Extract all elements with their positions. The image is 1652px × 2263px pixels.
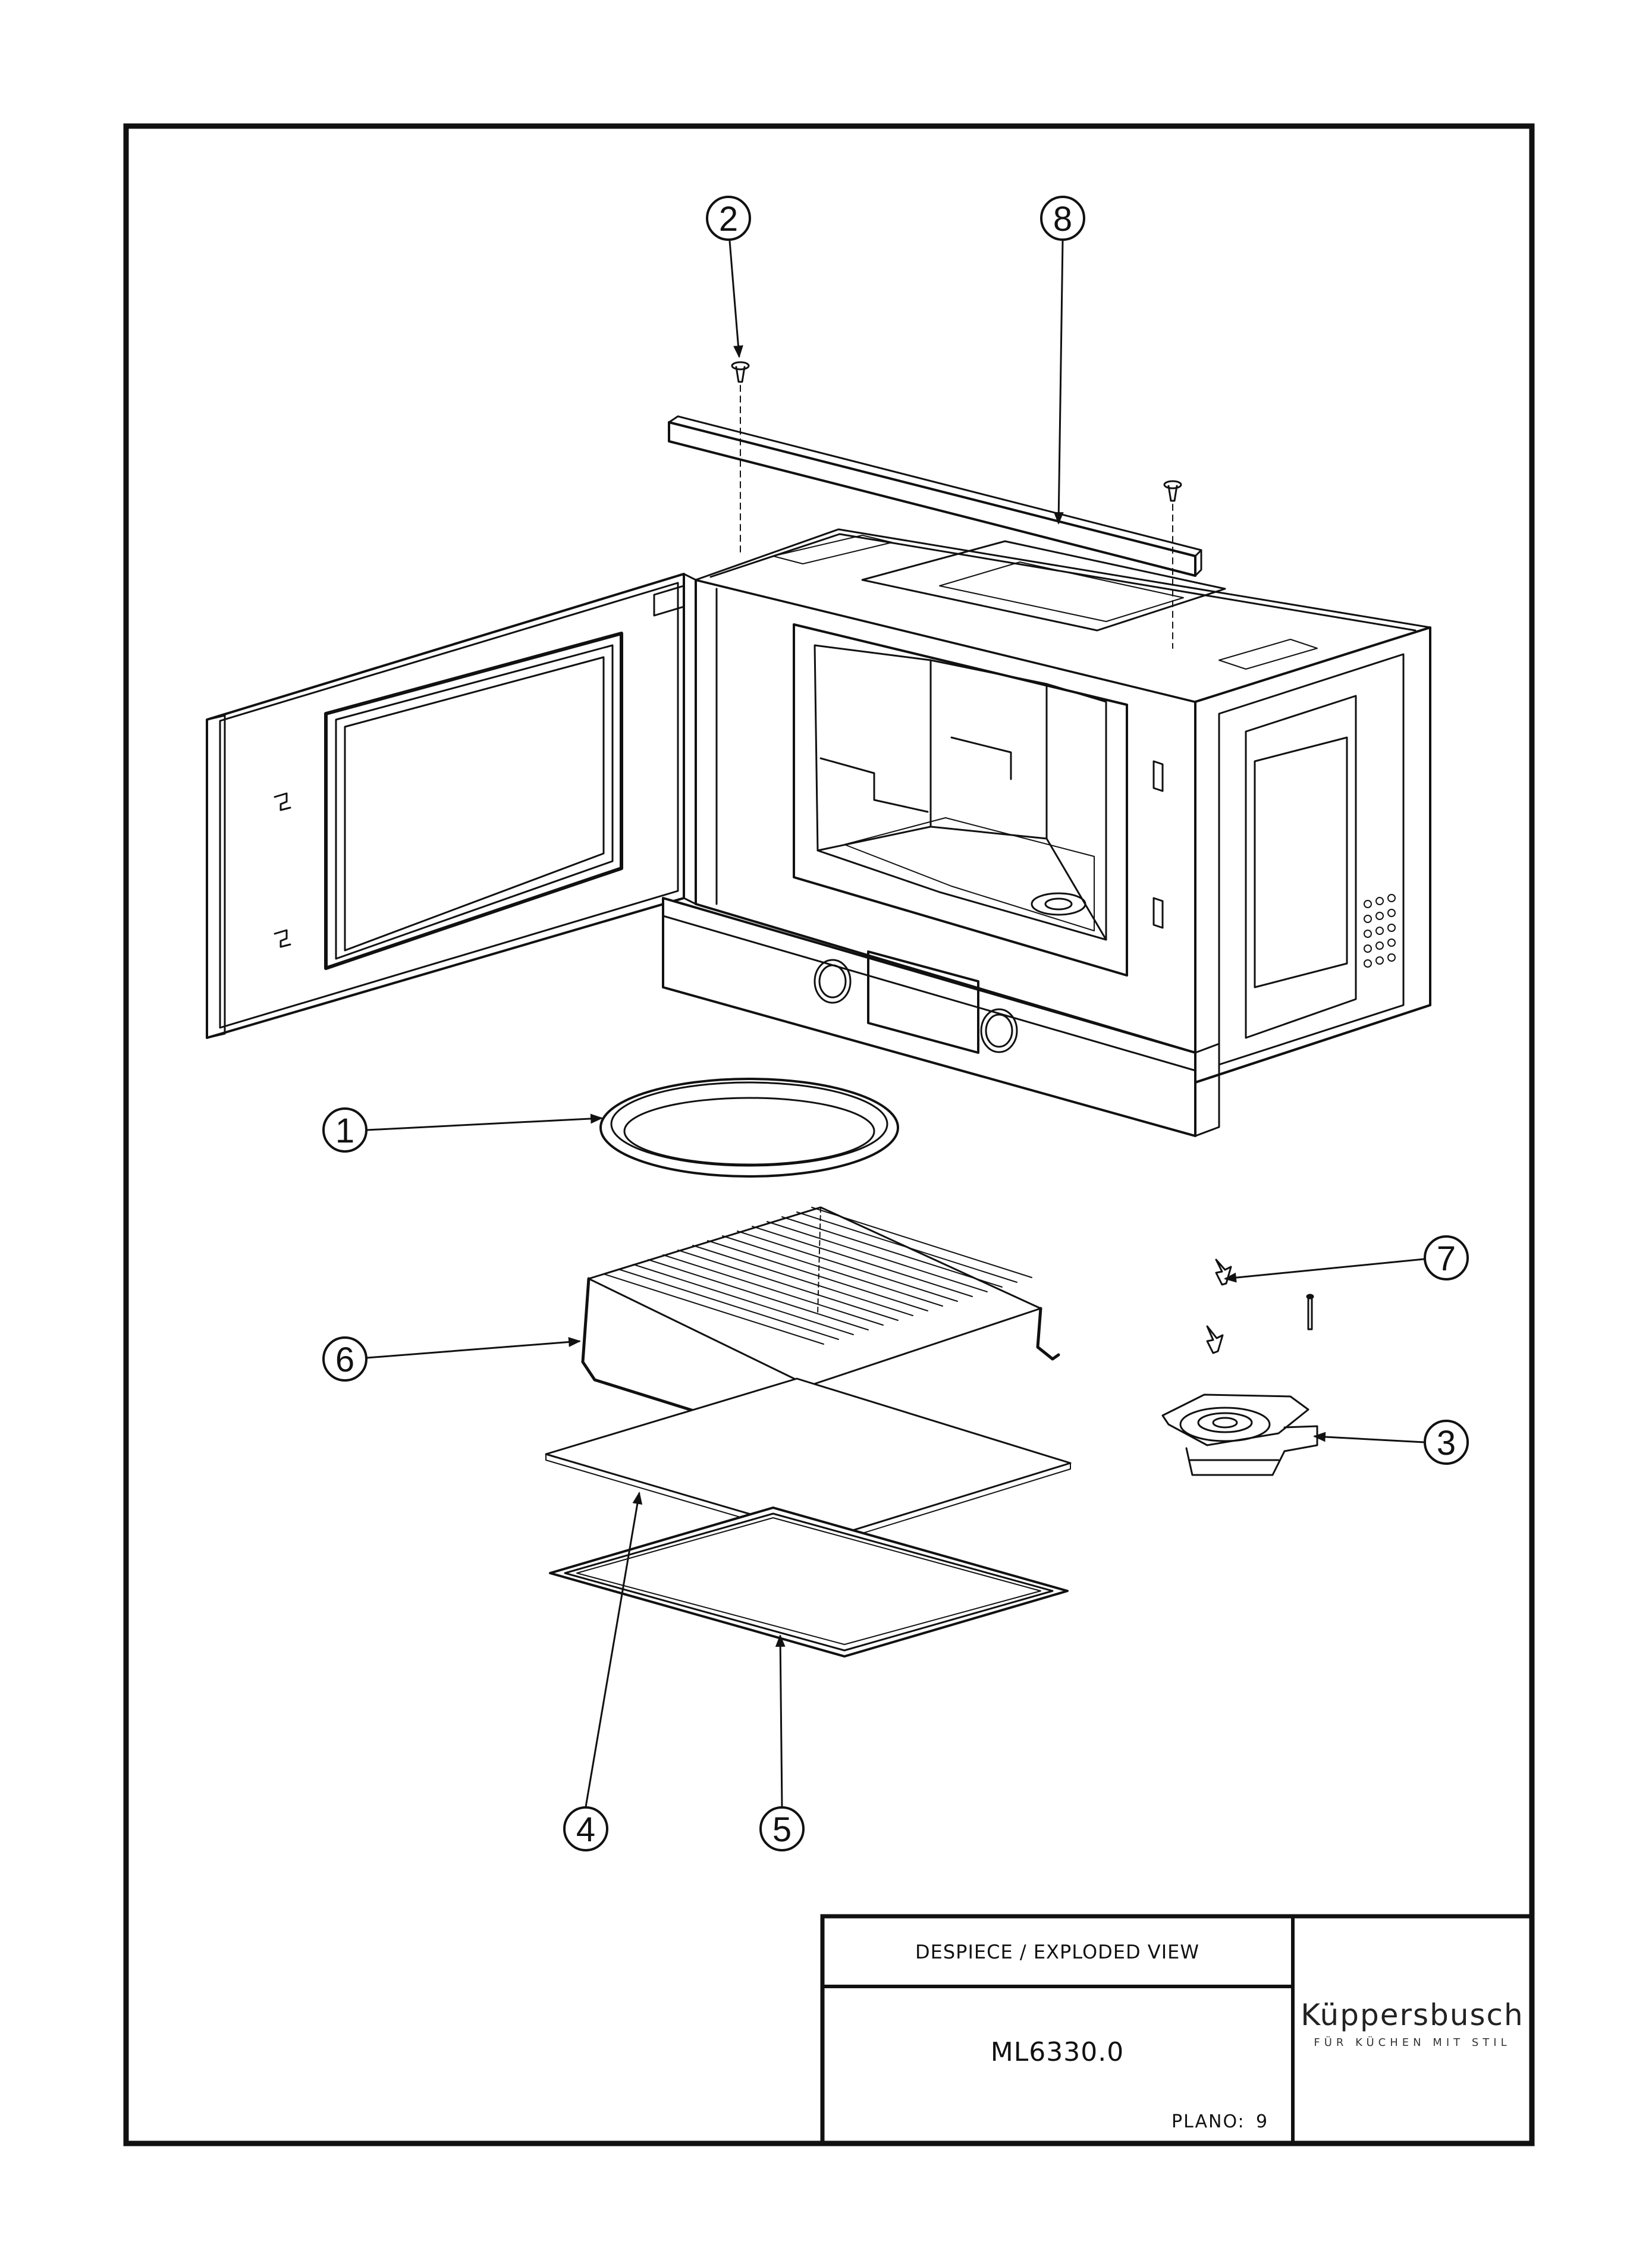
title-block [820, 1914, 1534, 2146]
callout-3: 3 [1424, 1420, 1469, 1465]
oven-body [662, 528, 1431, 1137]
callout-7-label: 7 [1437, 1239, 1456, 1278]
callout-7: 7 [1424, 1235, 1469, 1280]
callout-2-label: 2 [719, 200, 738, 238]
oven-door [206, 573, 697, 1039]
top-trim-strip [668, 415, 1202, 577]
callout-6: 6 [322, 1336, 368, 1382]
leader-5 [775, 1634, 786, 1807]
callout-8: 8 [1040, 196, 1085, 241]
turntable-coupler [1161, 1393, 1318, 1476]
callout-4-label: 4 [576, 1810, 595, 1849]
callout-1: 1 [322, 1107, 368, 1153]
callout-1-label: 1 [335, 1112, 354, 1150]
title-block-title: DESPIECE / EXPLODED VIEW [915, 1941, 1199, 1963]
brand-slogan: FÜR KÜCHEN MIT STIL [1314, 2036, 1510, 2049]
callout-2: 2 [706, 196, 751, 241]
callout-6-label: 6 [335, 1341, 354, 1379]
brand-logo: Küppersbusch [1301, 1998, 1524, 2032]
clips [1206, 1258, 1314, 1354]
drip-tray [549, 1506, 1069, 1658]
leader-3 [1312, 1432, 1425, 1443]
callout-4: 4 [563, 1806, 608, 1851]
callout-5-label: 5 [772, 1810, 792, 1849]
callout-3-label: 3 [1437, 1424, 1456, 1462]
leader-2 [728, 240, 743, 359]
title-block-plano-value: 9 [1256, 2111, 1268, 2132]
turntable-ring [599, 1078, 899, 1178]
leader-6 [366, 1337, 582, 1359]
title-block-plano-label: PLANO: [1172, 2111, 1245, 2132]
leader-7 [1223, 1258, 1425, 1283]
screws [731, 361, 1182, 649]
title-block-model: ML6330.0 [991, 2037, 1124, 2067]
callout-5: 5 [759, 1806, 805, 1851]
leader-8 [1053, 240, 1064, 525]
leader-1 [366, 1113, 604, 1131]
leader-4 [585, 1491, 643, 1807]
callout-8-label: 8 [1053, 200, 1072, 238]
